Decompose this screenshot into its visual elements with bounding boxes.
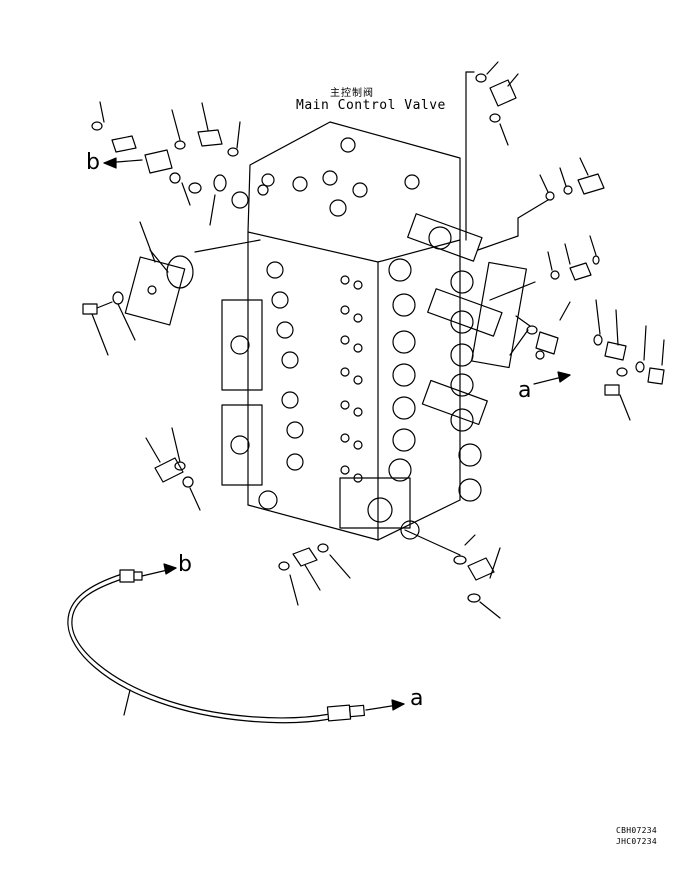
title-english: Main Control Valve xyxy=(296,98,446,113)
left-lower-fittings xyxy=(145,427,201,511)
arrow-b-top xyxy=(103,157,143,169)
arrow-b-bottom xyxy=(141,563,177,577)
callout-b-top: b xyxy=(86,150,100,175)
top-left-fittings xyxy=(91,101,269,226)
valve-body xyxy=(221,121,527,541)
top-right-fittings xyxy=(465,61,605,301)
right-lower-elbow xyxy=(453,534,501,619)
cover-plate xyxy=(124,221,261,326)
callout-b-bottom: b xyxy=(178,552,192,577)
drawing-code-1: CBH07234 xyxy=(616,826,657,835)
arrow-a-right xyxy=(533,371,571,385)
callout-a-bottom: a xyxy=(410,686,424,711)
hose-assembly xyxy=(67,569,366,724)
bolt-and-washer xyxy=(82,291,136,356)
arrow-a-bottom xyxy=(365,699,405,711)
title-japanese: 主控制阀 xyxy=(330,88,374,99)
right-middle-fittings xyxy=(509,299,665,421)
bottom-fittings xyxy=(278,529,461,606)
callout-a-right: a xyxy=(518,378,532,403)
drawing-code-2: JHC07234 xyxy=(616,837,657,846)
